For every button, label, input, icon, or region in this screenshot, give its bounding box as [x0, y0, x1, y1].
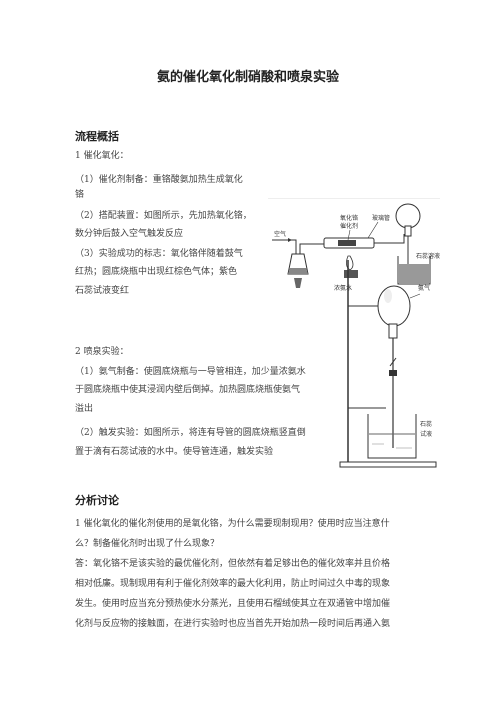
answer-line: 答：氧化铬不是该实验的最优催化剂，但依然有着足够出色的催化效率并且价格 — [75, 559, 391, 569]
round-flask — [395, 203, 421, 229]
text-line: 置于滴有石蕊试液的水中。使导管连通，触发实验 — [75, 447, 274, 457]
section-heading-discussion: 分析讨论 — [75, 494, 119, 507]
label-litmus-1: 石蕊 — [420, 420, 432, 428]
answer-line: 发生。使用时应当充分预热使水分蒸光，且使用石榴绒使其立在双通管中增加催 — [75, 599, 391, 609]
label-litmus-2: 试液 — [420, 430, 432, 438]
text-line: （3）实验成功的标志：氧化铬伴随着鼓气 — [75, 249, 243, 259]
label-litmus: 石蕊溶液 — [416, 252, 440, 260]
beaker — [367, 414, 417, 459]
answer-line: 化剂与反应物的接触面，在进行实验时也应当首先开始加热一段时间后再通入氨 — [75, 619, 391, 629]
text-line: 1 催化氧化： — [75, 151, 129, 161]
label-catalyst-2: 催化剂 — [340, 222, 358, 230]
document-title: 氨的催化氧化制硝酸和喷泉实验 — [156, 70, 339, 85]
question-line: 么？制备催化剂时出现了什么现象？ — [75, 539, 220, 549]
beaker — [397, 256, 431, 285]
fountain-experiment-figure: 氨气 石蕊 试液 — [339, 260, 437, 468]
inverted-flask — [377, 285, 411, 327]
label-catalyst-1: 氧化铬 — [340, 214, 358, 222]
text-line: 数分钟后鼓入空气触发反应 — [75, 229, 184, 239]
question-line: 1 催化氧化的催化剂使用的是氧化铬，为什么需要现制现用？使用时应当注意什 — [75, 519, 390, 529]
text-line: （2）触发实验：如图所示，将连有导管的圆底烧瓶竖直倒 — [75, 428, 306, 438]
text-line: （1）催化剂制备：重铬酸氨加热生成氧化 — [75, 175, 243, 185]
text-line: （1）氨气制备：使圆底烧瓶与一导管相连，加少量浓氨水 — [75, 367, 306, 377]
section-heading-process: 流程概括 — [75, 130, 119, 143]
text-line: 溢出 — [75, 404, 94, 414]
label-ammonia: 浓氨水 — [334, 284, 352, 292]
label-flask: 玻璃管 — [372, 214, 390, 222]
catalytic-oxidation-apparatus-figure: 空气 氧化铬 催化剂 玻璃管 浓氨水 石蕊溶液 — [268, 198, 440, 292]
label-air: 空气 — [274, 230, 286, 238]
text-line: 石蕊试液变红 — [75, 286, 130, 296]
text-line: 2 喷泉实验： — [75, 347, 129, 357]
text-line: （2）搭配装置：如图所示，先加热氧化铬， — [75, 211, 252, 221]
text-line: 铬 — [75, 190, 85, 200]
text-line: 于圆底烧瓶中使其浸润内壁后倒掉。加热圆底烧瓶使氨气 — [75, 385, 301, 395]
answer-line: 相对低廉。现制现用有利于催化剂效率的最大化利用，防止时间过久中毒的现象 — [75, 579, 391, 589]
stand-base — [339, 461, 437, 468]
text-line: 红热；圆底烧瓶中出现红棕色气体；紫色 — [75, 267, 238, 277]
label-ammonia-gas: 氨气 — [418, 284, 430, 292]
